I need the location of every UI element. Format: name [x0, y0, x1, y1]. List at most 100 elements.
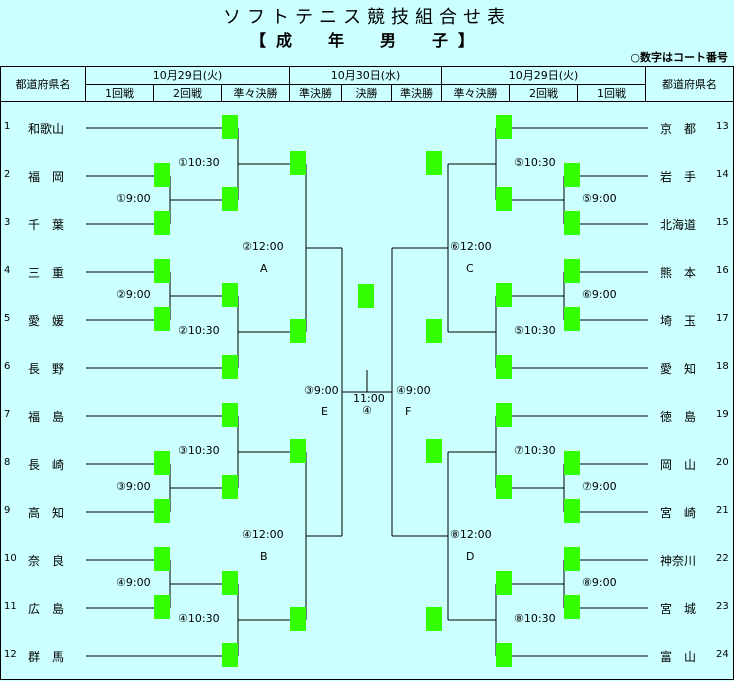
score-box[interactable]: [496, 115, 512, 139]
header-round-m2: 決勝: [342, 85, 392, 102]
team-name: 熊 本: [660, 266, 697, 280]
match-label: ③10:30: [178, 444, 220, 457]
team-name: 愛 知: [660, 362, 697, 376]
team-name: 富 山: [660, 650, 697, 664]
team-name: 北海道: [660, 218, 697, 232]
team-number: 7: [4, 409, 11, 420]
score-box[interactable]: [564, 499, 580, 523]
match-label: ⑦9:00: [582, 480, 617, 493]
score-box[interactable]: [154, 259, 170, 283]
team-name: 岡 山: [660, 458, 697, 472]
score-box[interactable]: [222, 355, 238, 379]
score-box[interactable]: [290, 319, 306, 343]
header-round-l1: 1回戦: [86, 85, 154, 102]
score-box[interactable]: [154, 163, 170, 187]
header-round-l3: 準々決勝: [222, 85, 290, 102]
score-box[interactable]: [496, 403, 512, 427]
team-name: 和歌山: [28, 122, 65, 136]
score-box[interactable]: [426, 607, 442, 631]
score-box[interactable]: [564, 259, 580, 283]
team-number: 3: [4, 217, 11, 228]
team-name: 宮 城: [660, 602, 697, 616]
score-box[interactable]: [426, 319, 442, 343]
team-number: 11: [4, 601, 17, 612]
score-box[interactable]: [426, 151, 442, 175]
score-box[interactable]: [222, 187, 238, 211]
team-number: 15: [716, 217, 729, 228]
match-label: ⑥9:00: [582, 288, 617, 301]
score-box[interactable]: [290, 607, 306, 631]
header-round-r3: 1回戦: [578, 85, 646, 102]
team-name: 高 知: [28, 506, 65, 520]
score-box[interactable]: [222, 115, 238, 139]
score-box[interactable]: [222, 475, 238, 499]
score-box[interactable]: [154, 499, 170, 523]
match-label: ⑤9:00: [582, 192, 617, 205]
score-box[interactable]: [154, 547, 170, 571]
team-name: 愛 媛: [28, 314, 65, 328]
header-round-m3: 準決勝: [392, 85, 442, 102]
score-box[interactable]: [564, 163, 580, 187]
team-number: 14: [716, 169, 729, 180]
block-letter: D: [466, 550, 475, 563]
final-time: 11:00: [353, 392, 385, 405]
header-round-m1: 準決勝: [290, 85, 342, 102]
match-label: ④12:00: [242, 528, 284, 541]
team-name: 埼 玉: [660, 314, 697, 328]
score-box[interactable]: [496, 187, 512, 211]
match-label: ②12:00: [242, 240, 284, 253]
score-box[interactable]: [358, 284, 374, 308]
score-box[interactable]: [496, 283, 512, 307]
score-box[interactable]: [154, 595, 170, 619]
team-name: 岩 手: [660, 170, 697, 184]
team-name: 群 馬: [28, 650, 65, 664]
team-number: 9: [4, 505, 11, 516]
score-box[interactable]: [564, 547, 580, 571]
team-number: 13: [716, 121, 729, 132]
match-label: ④9:00: [116, 576, 151, 589]
score-box[interactable]: [222, 283, 238, 307]
score-box[interactable]: [426, 439, 442, 463]
team-number: 6: [4, 361, 11, 372]
block-letter: F: [405, 405, 412, 418]
team-number: 12: [4, 649, 17, 660]
score-box[interactable]: [222, 403, 238, 427]
team-name: 三 重: [28, 266, 65, 280]
score-box[interactable]: [154, 211, 170, 235]
team-name: 神奈川: [660, 554, 697, 568]
score-box[interactable]: [290, 439, 306, 463]
header-round-r1: 準々決勝: [442, 85, 510, 102]
match-label: ⑧12:00: [450, 528, 492, 541]
match-label: ①10:30: [178, 156, 220, 169]
match-label: ⑦10:30: [514, 444, 556, 457]
page-title: ソフトテニス競技組合せ表: [223, 7, 511, 28]
score-box[interactable]: [222, 571, 238, 595]
court-number-note: ○数字はコート番号: [630, 51, 728, 64]
team-number: 5: [4, 313, 11, 324]
score-box[interactable]: [496, 355, 512, 379]
team-name: 奈 良: [28, 554, 65, 568]
team-name: 千 葉: [28, 218, 65, 232]
header-round-l2: 2回戦: [154, 85, 222, 102]
team-number: 10: [4, 553, 17, 564]
team-name: 福 岡: [28, 170, 65, 184]
score-box[interactable]: [290, 151, 306, 175]
team-name: 長 崎: [28, 458, 65, 472]
team-name: 京 都: [660, 122, 697, 136]
team-number: 20: [716, 457, 729, 468]
score-box[interactable]: [564, 307, 580, 331]
score-box[interactable]: [496, 643, 512, 667]
block-letter: A: [260, 262, 268, 275]
score-box[interactable]: [496, 571, 512, 595]
team-number: 4: [4, 265, 11, 276]
score-box[interactable]: [564, 211, 580, 235]
score-box[interactable]: [564, 451, 580, 475]
team-name: 福 島: [28, 410, 65, 424]
score-box[interactable]: [154, 451, 170, 475]
score-box[interactable]: [154, 307, 170, 331]
score-box[interactable]: [564, 595, 580, 619]
score-box[interactable]: [222, 643, 238, 667]
page-subtitle: 【成 年 男 子】: [249, 31, 484, 50]
score-box[interactable]: [496, 475, 512, 499]
